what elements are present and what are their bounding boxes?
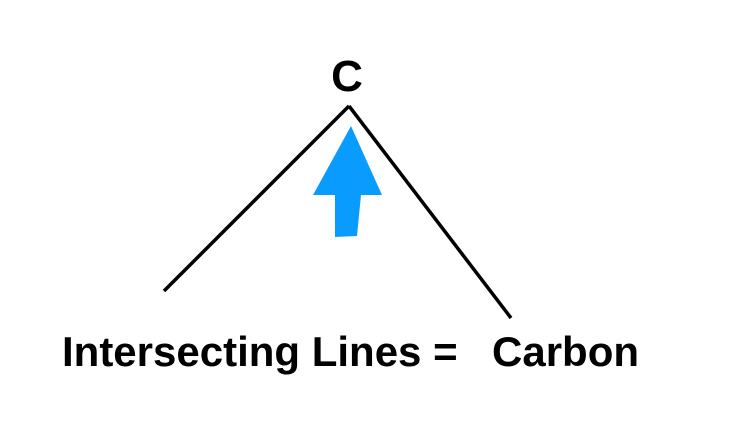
left-bond-line — [162, 104, 351, 293]
carbon-atom-label: C — [331, 52, 363, 101]
caption-intersecting-lines: Intersecting Lines = — [62, 328, 458, 375]
right-bond-line — [347, 104, 513, 320]
caption-carbon: Carbon — [492, 328, 639, 375]
blue-up-arrow — [313, 126, 382, 237]
